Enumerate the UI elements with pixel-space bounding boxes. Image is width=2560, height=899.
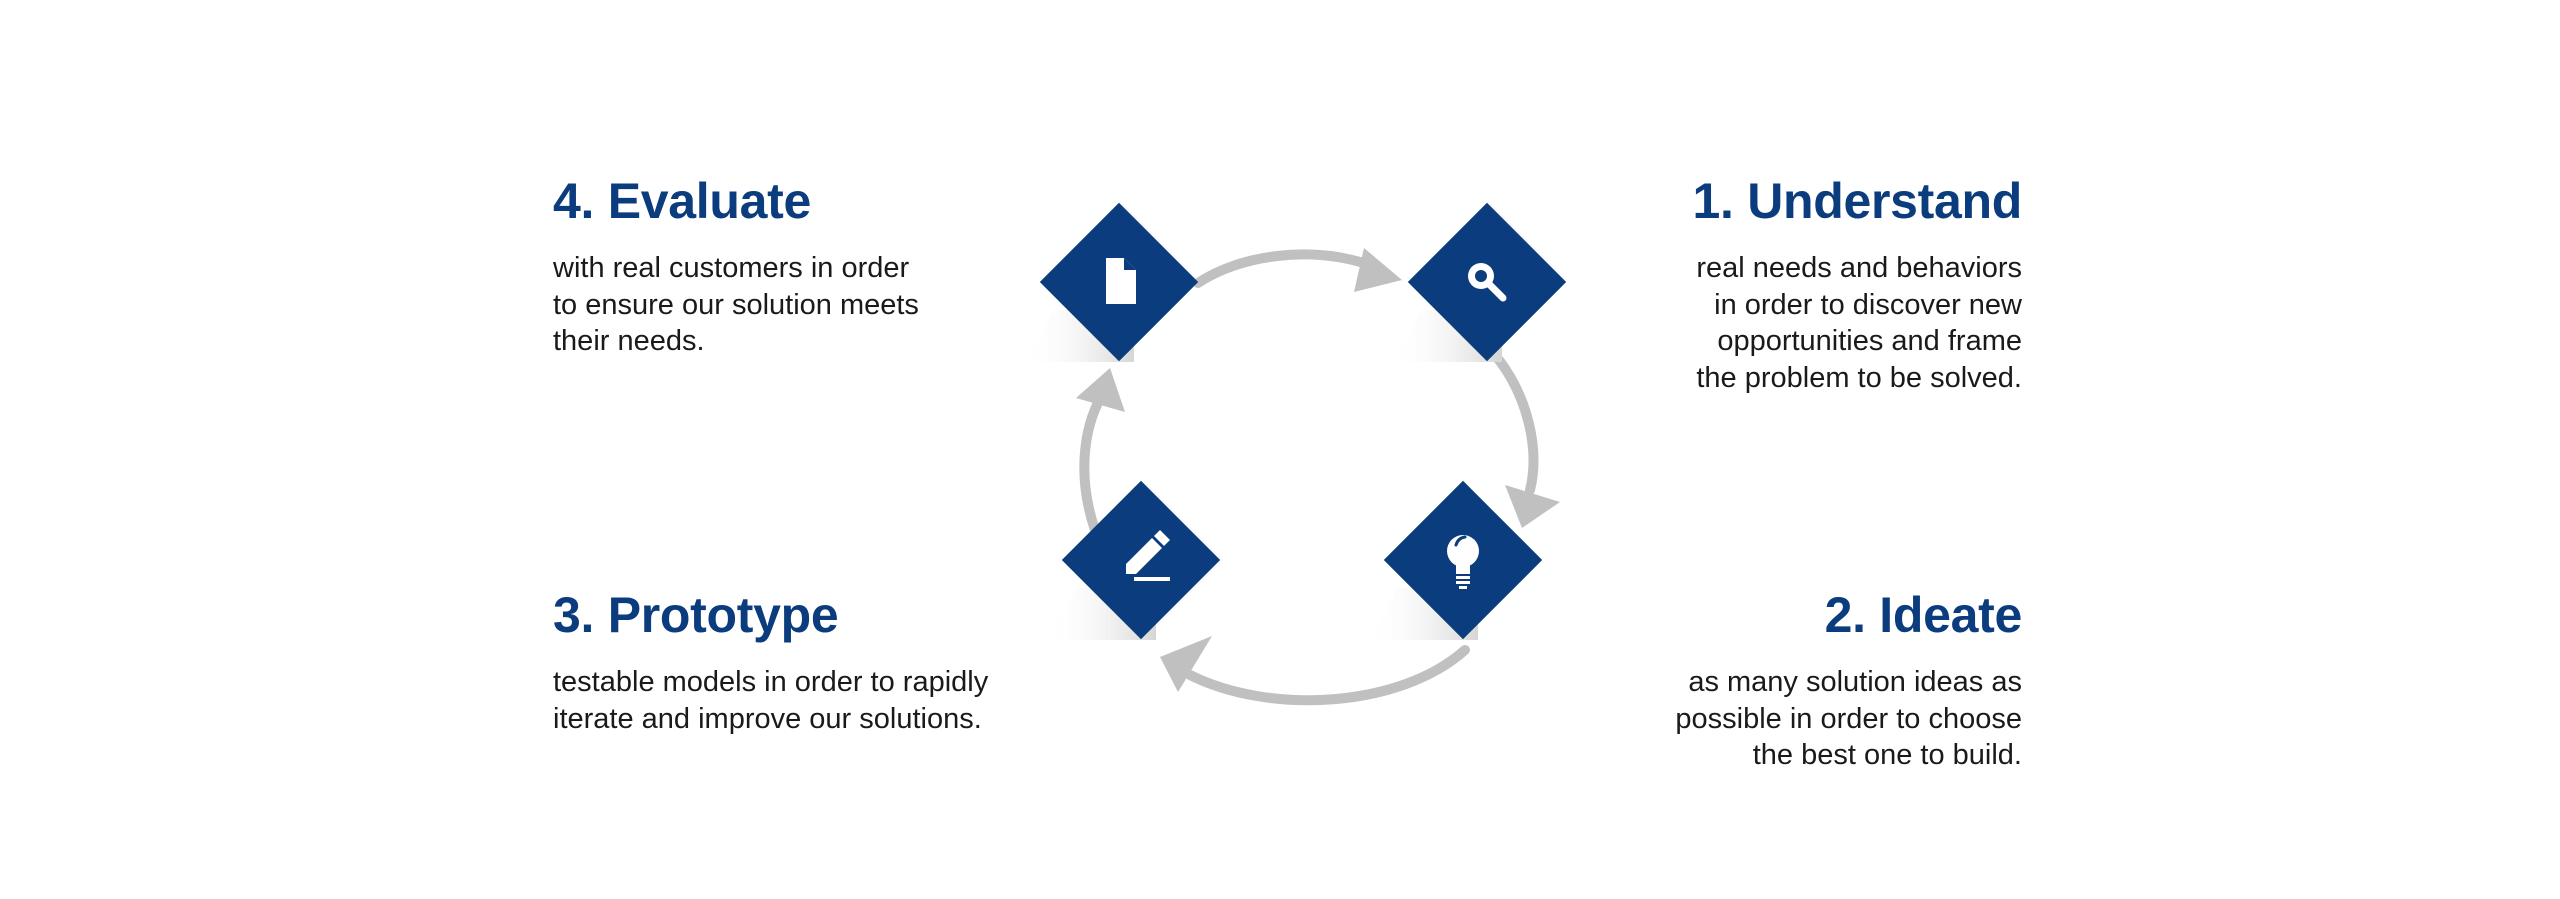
description-line: possible in order to choose bbox=[1675, 702, 2022, 735]
document-icon bbox=[1106, 258, 1136, 304]
description-line: in order to discover new bbox=[1714, 288, 2022, 321]
step-evaluate: 4. Evaluate with real customers in order… bbox=[553, 172, 1113, 360]
description-line: iterate and improve our solutions. bbox=[553, 702, 982, 735]
description-line: testable models in order to rapidly bbox=[553, 666, 989, 698]
description-line: with real customers in order bbox=[553, 252, 910, 284]
description-line: to ensure our solution meets bbox=[553, 288, 919, 321]
description-line: opportunities and frame bbox=[1717, 325, 2022, 357]
arrow-heads bbox=[1076, 248, 1560, 692]
arrow-evaluate-to-understand bbox=[1193, 249, 1375, 288]
step-understand-description: real needs and behaviors in order to dis… bbox=[1462, 250, 2022, 396]
step-ideate: 2. Ideate as many solution ideas as poss… bbox=[1462, 586, 2022, 774]
description-line: the best one to build. bbox=[1752, 739, 2022, 771]
step-evaluate-description: with real customers in order to ensure o… bbox=[553, 250, 1113, 360]
step-ideate-description: as many solution ideas as possible in or… bbox=[1462, 664, 2022, 774]
arrowhead-evaluate bbox=[1076, 368, 1125, 412]
arrow-understand-to-ideate bbox=[1490, 350, 1539, 495]
lightbulb-icon bbox=[1447, 535, 1479, 589]
description-line: their needs. bbox=[553, 325, 705, 357]
arrowhead-understand bbox=[1354, 248, 1402, 292]
step-prototype-description: testable models in order to rapidly iter… bbox=[553, 664, 1113, 737]
step-evaluate-title: 4. Evaluate bbox=[553, 173, 811, 229]
step-ideate-title: 2. Ideate bbox=[1824, 587, 2023, 643]
arrow-ideate-to-prototype bbox=[1185, 645, 1470, 706]
pencil-icon bbox=[1126, 530, 1170, 581]
arrowhead-ideate bbox=[1505, 485, 1560, 528]
description-line: the problem to be solved. bbox=[1696, 361, 2022, 394]
description-line: real needs and behaviors bbox=[1696, 252, 2022, 284]
cycle-arrows bbox=[1079, 249, 1539, 706]
description-line: as many solution ideas as bbox=[1688, 666, 2022, 698]
arrowhead-prototype bbox=[1160, 636, 1212, 692]
step-understand: 1. Understand real needs and behaviors i… bbox=[1462, 172, 2023, 396]
step-prototype: 3. Prototype testable models in order to… bbox=[553, 586, 1113, 737]
arrow-prototype-to-evaluate bbox=[1079, 390, 1107, 535]
step-prototype-title: 3. Prototype bbox=[553, 587, 839, 643]
step-understand-title: 1. Understand bbox=[1692, 173, 2023, 229]
magnifier-icon bbox=[1468, 263, 1507, 302]
